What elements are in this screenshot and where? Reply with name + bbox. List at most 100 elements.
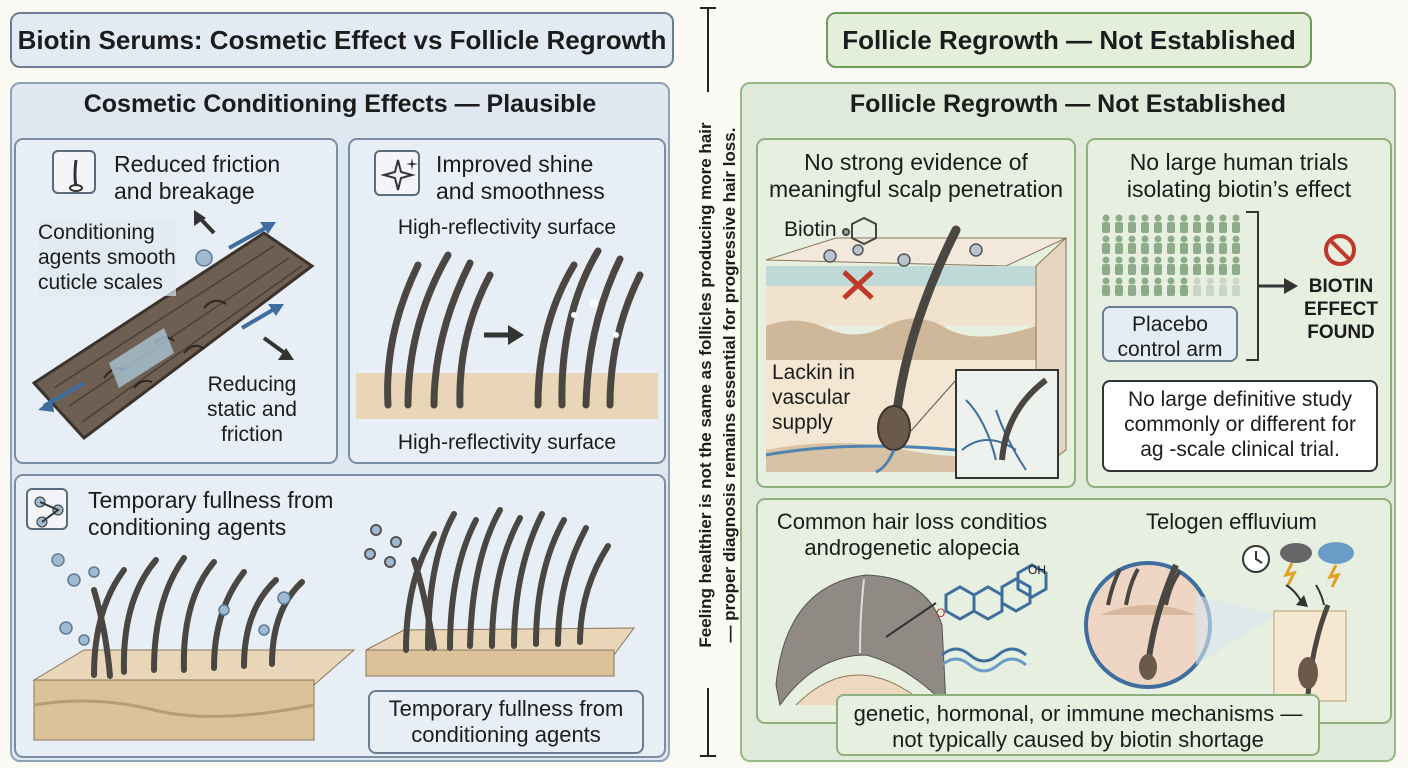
vascular-line1: Lackin in: [772, 361, 855, 384]
fullness-card-title: Temporary fullness from conditioning age…: [88, 487, 333, 541]
conditioning-line2: agents smooth: [38, 246, 176, 270]
participant-body: [1115, 285, 1123, 296]
participant-body: [1206, 222, 1214, 233]
left-title: Biotin Serums: Cosmetic Effect vs Follic…: [10, 12, 674, 68]
result-line3: FOUND: [1307, 321, 1375, 343]
fullness-title-line1: Temporary fullness from: [88, 487, 334, 513]
participant-head: [1193, 214, 1201, 222]
participant-head: [1128, 214, 1136, 222]
mechanisms-line2: not typically caused by biotin shortage: [892, 726, 1264, 752]
alopecia-title: Common hair loss conditios androgenetic …: [762, 509, 1062, 561]
molecule-icon: [26, 488, 68, 530]
participant-body: [1141, 264, 1149, 275]
divider-bracket: [700, 7, 716, 757]
participant-head: [1180, 214, 1188, 222]
trial-participants-graphic: [1102, 214, 1240, 296]
vascular-label: Lackin in vascular supply: [772, 360, 855, 436]
shiny-hair-illustration: [356, 247, 658, 419]
fullness-title-line2: conditioning agents: [88, 514, 287, 541]
conditioning-line1: Conditioning: [38, 221, 155, 244]
participant-head: [1115, 214, 1123, 222]
participant-body: [1167, 285, 1175, 296]
reflectivity-caption-bottom: High-reflectivity surface: [397, 431, 617, 454]
right-title: Follicle Regrowth — Not Established: [826, 12, 1312, 68]
reducing-line2: static and: [207, 398, 297, 422]
participant-body: [1206, 285, 1214, 296]
telogen-title: Telogen effluvium: [1146, 509, 1317, 534]
participant-head: [1219, 256, 1227, 264]
participant-head: [1102, 214, 1110, 222]
participant-head: [1128, 235, 1136, 243]
right-title-text: Follicle Regrowth — Not Established: [842, 24, 1296, 55]
result-line2: EFFECT: [1304, 298, 1378, 320]
participant-body: [1232, 243, 1240, 254]
trials-title-line2: isolating biotin’s effect: [1126, 176, 1352, 203]
participant-head: [1167, 256, 1175, 264]
participant-body: [1154, 285, 1162, 296]
shine-title-line2: and smoothness: [436, 178, 605, 205]
participant-head: [1154, 214, 1162, 222]
regrowth-section-title: Follicle Regrowth — Not Established: [849, 90, 1287, 118]
participant-head: [1102, 277, 1110, 285]
participant-head: [1193, 235, 1201, 243]
participant-body: [1141, 285, 1149, 296]
no-effect-result: BIOTIN EFFECT FOUND: [1298, 276, 1384, 344]
participant-head: [1102, 256, 1110, 264]
reflectivity-caption-top: High-reflectivity surface: [397, 216, 617, 239]
trials-card-title: No large human trials isolating biotin’s…: [1086, 149, 1392, 203]
trial-bracket-arrow: [1246, 211, 1298, 361]
participant-head: [1232, 214, 1240, 222]
participant-body: [1232, 264, 1240, 275]
trials-title-line1: No large human trials: [1129, 149, 1349, 175]
result-line1: BIOTIN: [1308, 276, 1374, 297]
participant-body: [1232, 285, 1240, 296]
participant-head: [1206, 256, 1214, 264]
reducing-line3: friction: [221, 423, 283, 447]
participant-body: [1180, 222, 1188, 233]
participant-body: [1193, 264, 1201, 275]
participant-head: [1180, 256, 1188, 264]
participant-head: [1115, 277, 1123, 285]
participant-body: [1141, 222, 1149, 233]
friction-card-title: Reduced friction and breakage: [114, 151, 280, 205]
shine-title-line1: Improved shine: [436, 151, 594, 177]
participant-head: [1219, 214, 1227, 222]
shine-card-title: Improved shine and smoothness: [436, 151, 605, 205]
participant-body: [1219, 264, 1227, 275]
participant-body: [1115, 222, 1123, 233]
note-line3: ag -scale clinical trial.: [1140, 438, 1340, 462]
participant-body: [1102, 222, 1110, 233]
participant-head: [1128, 256, 1136, 264]
participant-head: [1180, 277, 1188, 285]
reducing-line1: Reducing: [207, 373, 297, 396]
fullness-caption-line1: Temporary fullness from: [388, 696, 624, 721]
participant-head: [1141, 235, 1149, 243]
divider-line2: — proper diagnosis remains essential for…: [720, 127, 739, 643]
friction-title-line1: Reduced friction: [114, 151, 281, 177]
participant-head: [1206, 235, 1214, 243]
participant-head: [1154, 235, 1162, 243]
participant-body: [1154, 264, 1162, 275]
placebo-line1: Placebo: [1132, 313, 1208, 336]
note-line2: commonly or different for: [1124, 413, 1356, 437]
participant-head: [1167, 214, 1175, 222]
participant-body: [1193, 222, 1201, 233]
participant-head: [1206, 277, 1214, 285]
sparkle-icon: [374, 150, 420, 196]
friction-title-line2: and breakage: [114, 178, 255, 205]
fullness-caption: Temporary fullness from conditioning age…: [368, 690, 644, 754]
placebo-line2: control arm: [1117, 338, 1223, 362]
left-title-text: Biotin Serums: Cosmetic Effect vs Follic…: [17, 24, 667, 55]
participant-head: [1232, 277, 1240, 285]
oh-label: OH: [1028, 563, 1046, 577]
conditioning-label: Conditioning agents smooth cuticle scale…: [38, 220, 176, 296]
participant-body: [1206, 264, 1214, 275]
participant-body: [1193, 285, 1201, 296]
conditions-illustration: O: [775, 542, 1354, 707]
penetration-title-line2: meaningful scalp penetration: [768, 176, 1064, 203]
conditioning-line3: cuticle scales: [38, 271, 163, 295]
alopecia-title-line2: androgenetic alopecia: [804, 534, 1020, 560]
mechanisms-caption: genetic, hormonal, or immune mechanisms …: [836, 694, 1320, 756]
divider-line1: Feeling healthier is not the same as fol…: [696, 122, 715, 648]
participant-head: [1219, 235, 1227, 243]
